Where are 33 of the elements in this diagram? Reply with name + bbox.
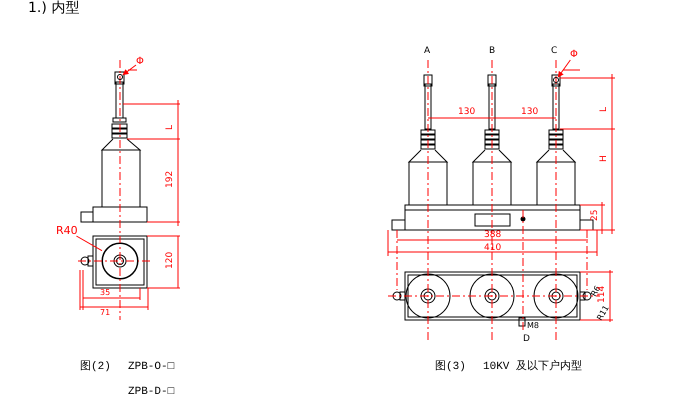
dimension-label: 114 [598, 286, 607, 303]
dimension-label: 388 [484, 231, 502, 240]
dimension-label: 120 [166, 252, 175, 269]
figure-caption: 图(3) [435, 362, 466, 373]
section-heading: 1.) 内型 [28, 1, 80, 15]
dimension-label: H [600, 155, 609, 162]
terminal-hole [117, 74, 123, 80]
leader-line [558, 60, 571, 78]
figure-caption: 图(2) [80, 362, 111, 373]
dimension-label: D [523, 335, 530, 344]
dimension-label: 130 [521, 108, 538, 117]
dimension-label: L [166, 124, 175, 130]
dimension-label: 71 [100, 309, 110, 317]
phase-label: B [489, 47, 496, 56]
terminal-hole [553, 77, 559, 83]
dimension-label: L [600, 106, 609, 112]
radius-label: R40 [56, 225, 78, 236]
symbol-label: Φ [570, 50, 578, 60]
dimension-label: M8 [527, 322, 539, 330]
bolt-circle [102, 243, 138, 279]
figure-caption: ZPB-O-□ [128, 362, 174, 373]
figure-caption: ZPB-D-□ [128, 387, 174, 398]
phase-label: A [424, 47, 430, 56]
symbol-label: Φ [136, 57, 144, 67]
leader-line [76, 236, 102, 252]
dimension-label: 410 [484, 244, 502, 253]
phase-label: C [551, 47, 558, 56]
dimension-label: 25 [591, 210, 600, 221]
dimension-label: 130 [458, 108, 476, 117]
leader-line [122, 64, 136, 76]
dimension-label: 35 [100, 289, 110, 297]
figure-caption: 10KV 及以下户内型 [483, 362, 582, 373]
dimension-label: 192 [166, 170, 175, 188]
